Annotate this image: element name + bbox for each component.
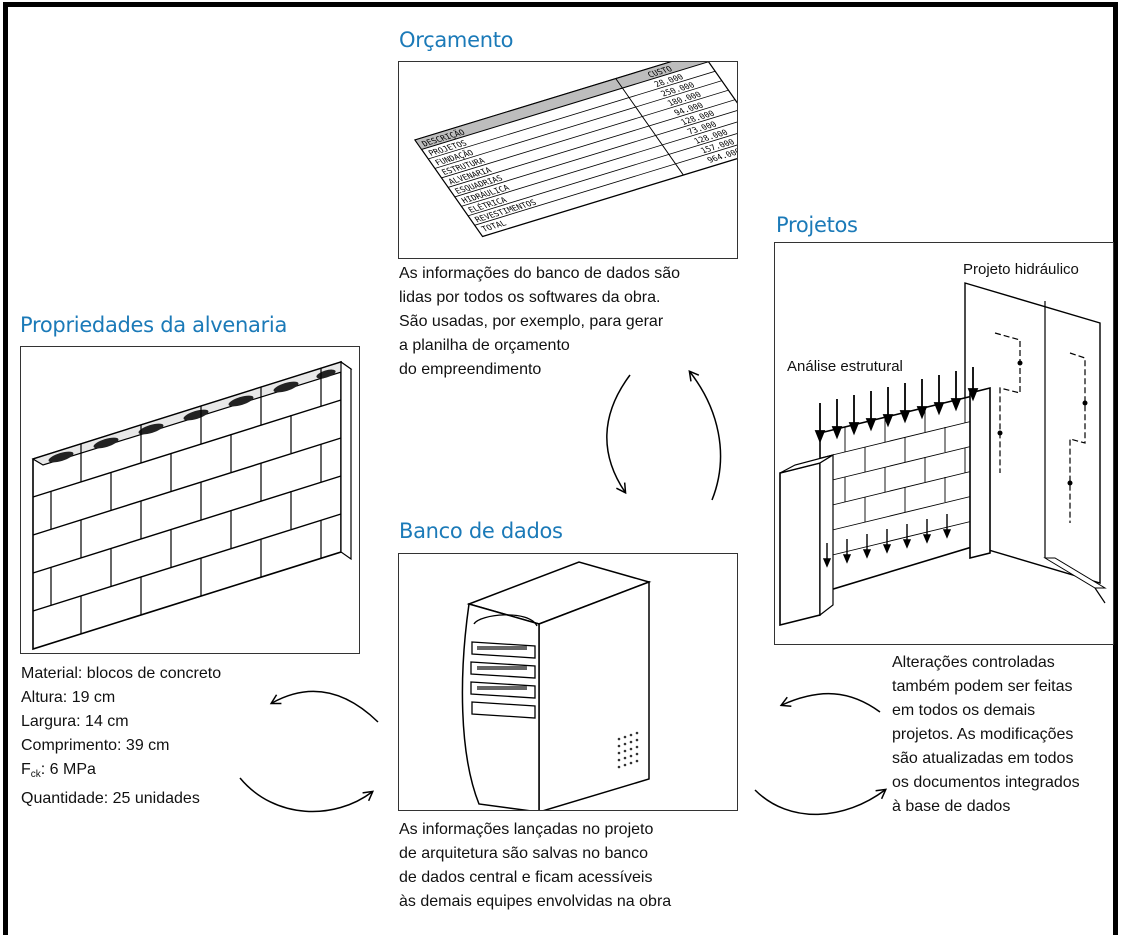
projetos-panel xyxy=(774,242,1114,645)
prop-largura: Largura: 14 cm xyxy=(21,713,129,730)
label-analise-estrutural: Análise estrutural xyxy=(787,355,903,379)
budget-table-illustration: DESCRIÇÃO CUSTO PROJETOS 28.000 FUNDAÇÃO… xyxy=(413,62,737,238)
caption-line: a planilha de orçamento xyxy=(399,337,570,354)
caption-line: de arquitetura são salvas no banco xyxy=(399,845,649,862)
caption-line: lidas por todos os softwares da obra. xyxy=(399,289,661,306)
prop-altura: Altura: 19 cm xyxy=(21,689,116,706)
caption-line: de dados central e ficam acessíveis xyxy=(399,869,653,886)
orcamento-caption: As informações do banco de dados são lid… xyxy=(399,262,680,382)
masonry-wall-illustration xyxy=(31,360,353,651)
figure-frame xyxy=(3,2,1118,935)
caption-line: são atualizadas em todos xyxy=(892,750,1074,767)
banco-title: Banco de dados xyxy=(399,519,563,543)
caption-line: Alterações controladas xyxy=(892,654,1055,671)
caption-line: As informações do banco de dados são xyxy=(399,265,681,282)
prop-material: Material: blocos de concreto xyxy=(21,665,222,682)
caption-line: também podem ser feitas xyxy=(892,678,1073,695)
caption-line: do empreendimento xyxy=(399,361,542,378)
projetos-caption: Alterações controladas também podem ser … xyxy=(892,651,1080,819)
fck-letter: F xyxy=(21,761,31,778)
orcamento-panel: DESCRIÇÃO CUSTO PROJETOS 28.000 FUNDAÇÃO… xyxy=(398,61,738,259)
alvenaria-title: Propriedades da alvenaria xyxy=(20,313,288,337)
label-projeto-hidraulico: Projeto hidráulico xyxy=(963,261,1079,278)
prop-quantidade: Quantidade: 25 unidades xyxy=(21,790,200,807)
banco-panel xyxy=(398,553,738,811)
caption-line: à base de dados xyxy=(892,798,1011,815)
prop-comprimento: Comprimento: 39 cm xyxy=(21,737,170,754)
caption-line: As informações lançadas no projeto xyxy=(399,821,654,838)
caption-line: projetos. As modificações xyxy=(892,726,1074,743)
orcamento-title: Orçamento xyxy=(399,28,514,52)
projects-illustration xyxy=(779,282,1107,627)
server-computer-icon xyxy=(461,561,652,810)
fck-subscript: ck xyxy=(30,769,41,780)
caption-line: em todos os demais xyxy=(892,702,1036,719)
fck-value: : 6 MPa xyxy=(40,761,96,778)
caption-line: São usadas, por exemplo, para gerar xyxy=(399,313,664,330)
caption-line: às demais equipes envolvidas na obra xyxy=(399,893,672,910)
alvenaria-properties: Material: blocos de concreto Altura: 19 … xyxy=(21,662,221,811)
alvenaria-panel xyxy=(20,346,360,654)
projetos-title: Projetos xyxy=(776,213,858,237)
caption-line: os documentos integrados xyxy=(892,774,1080,791)
banco-caption: As informações lançadas no projeto de ar… xyxy=(399,818,671,914)
prop-fck: Fck: 6 MPa xyxy=(21,758,221,787)
